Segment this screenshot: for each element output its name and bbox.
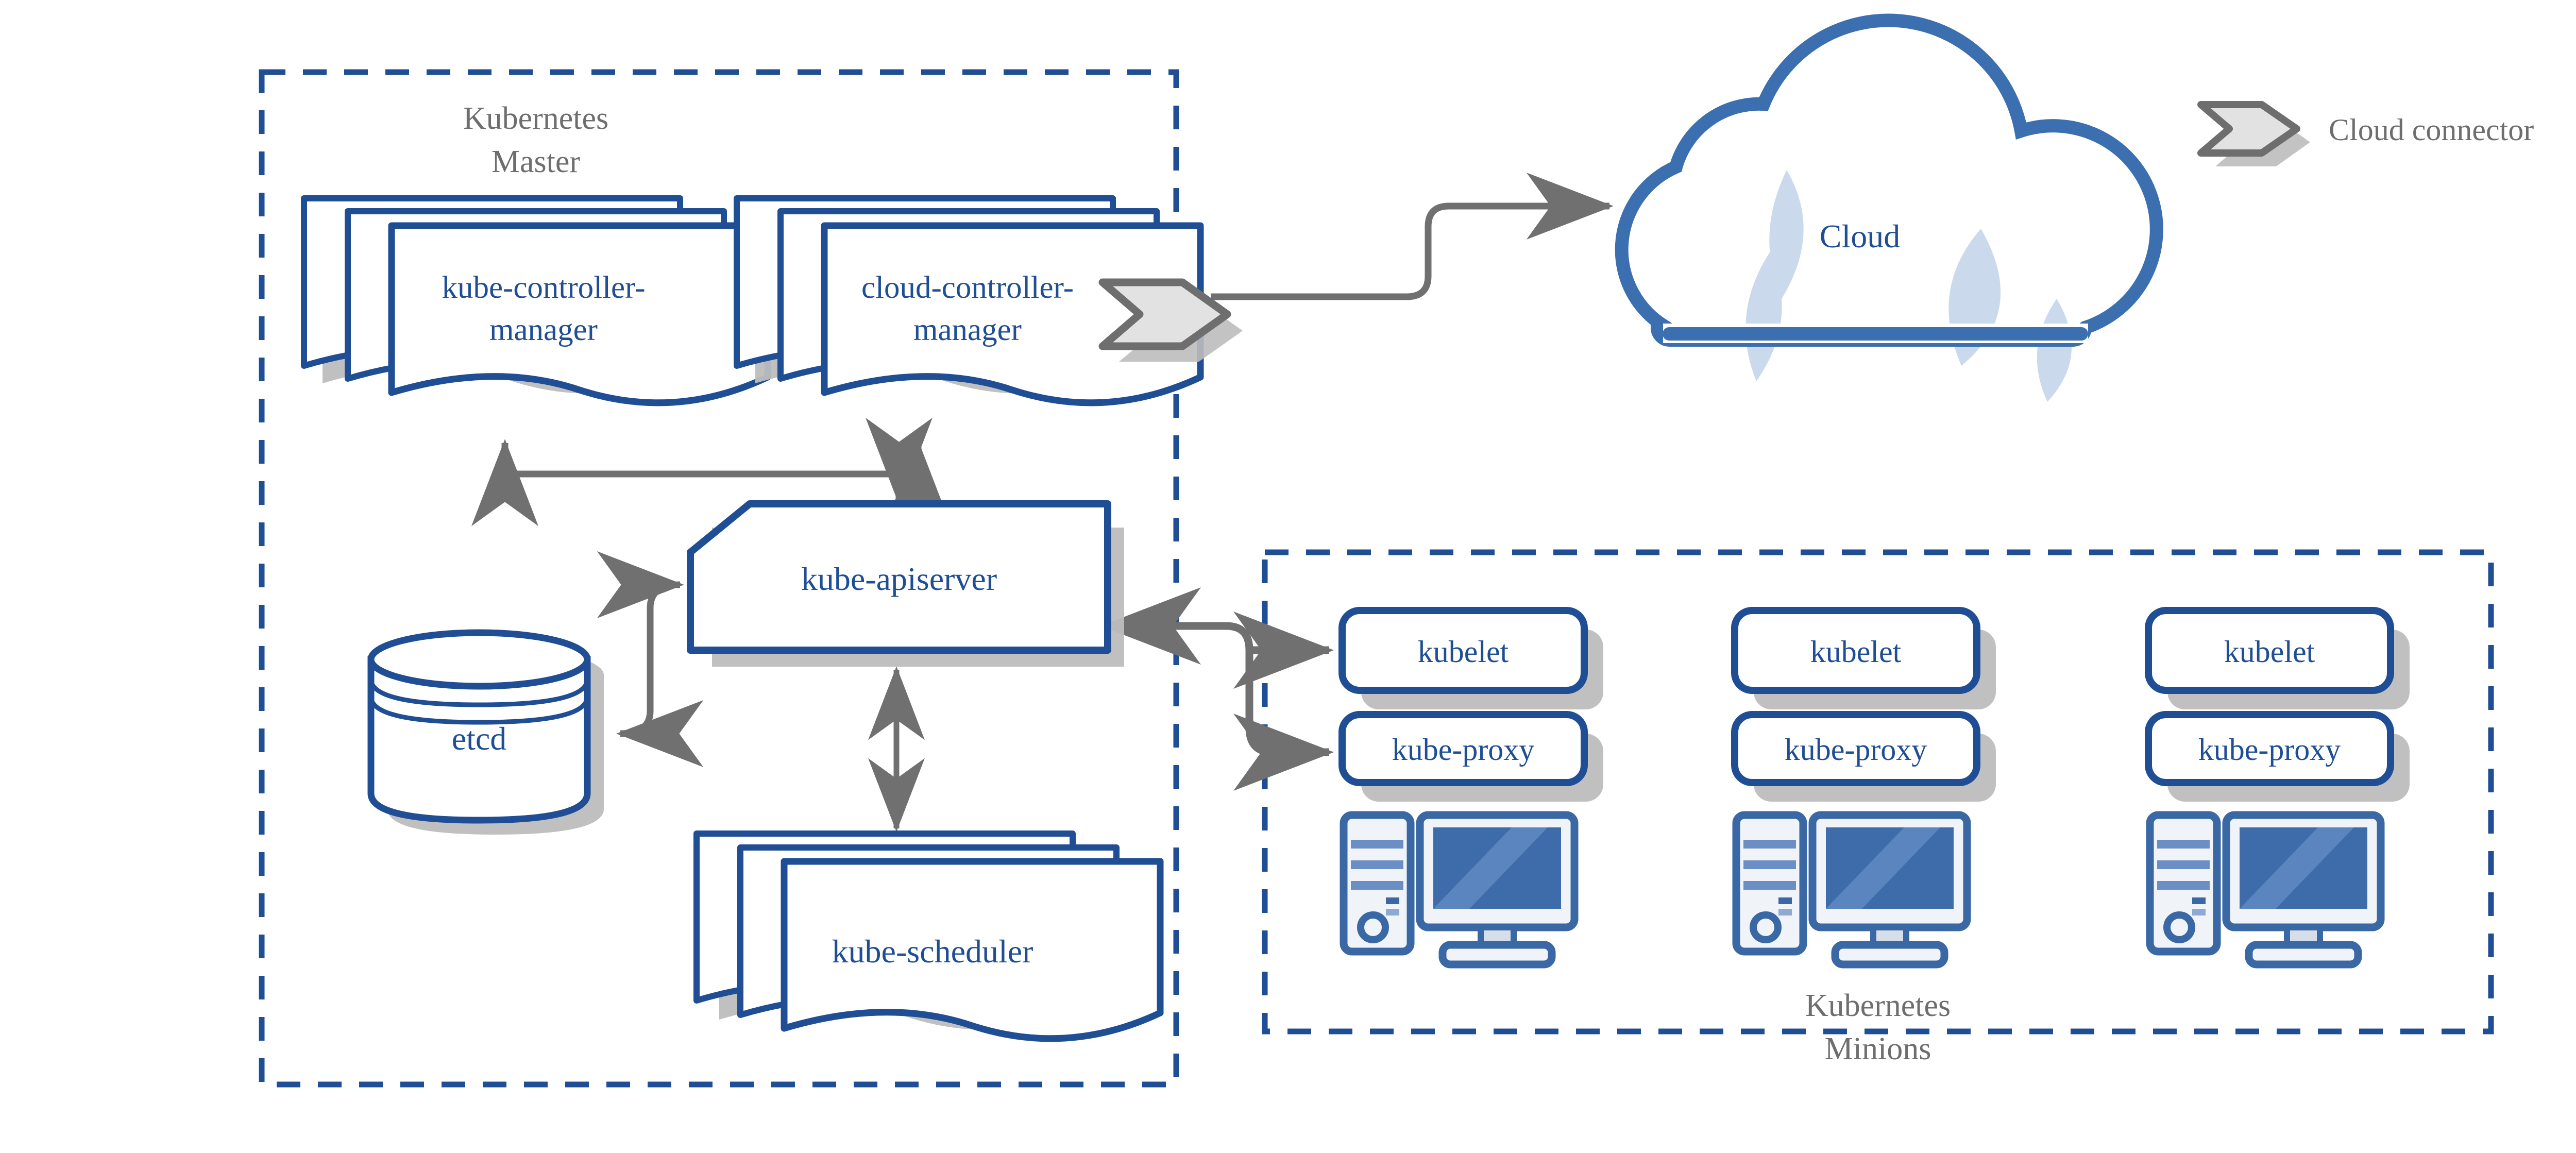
minion-node-2[interactable]: kubelet kube-proxy — [1731, 607, 1996, 969]
cloud-connector-chevron-icon[interactable] — [1098, 278, 1243, 362]
minion-node-3[interactable]: kubelet kube-proxy — [2145, 607, 2410, 969]
minion-3-kubeproxy-label: kube-proxy — [2198, 733, 2341, 767]
connector-apiserver-to-minion-agents — [1100, 587, 1334, 791]
node-kube-controller-manager[interactable]: kube-controller- manager — [301, 195, 771, 406]
minion-2-desktop-computer-icon — [1732, 811, 1971, 969]
master-group-label-line2: Master — [492, 144, 581, 179]
node-kube-apiserver[interactable]: kube-apiserver — [687, 500, 1124, 667]
minions-group-border — [1262, 549, 2494, 1035]
legend-cloud-connector-icon — [2197, 101, 2310, 166]
node-cloud[interactable]: Cloud — [1615, 13, 2163, 402]
kube-scheduler-label: kube-scheduler — [832, 933, 1033, 970]
minion-1-kubeproxy-label: kube-proxy — [1392, 733, 1535, 767]
kube-controller-manager-label-line1: kube-controller- — [442, 270, 645, 305]
minion-2-kubeproxy-label: kube-proxy — [1785, 733, 1927, 767]
kube-apiserver-label: kube-apiserver — [801, 561, 997, 597]
master-group-label-line1: Kubernetes — [463, 101, 608, 136]
connector-apiserver-etcd — [597, 551, 704, 767]
cloud-controller-manager-label-line1: cloud-controller- — [861, 270, 1074, 305]
node-cloud-controller-manager[interactable]: cloud-controller- manager — [734, 195, 1204, 406]
cloud-controller-manager-label-line2: manager — [913, 313, 1022, 347]
minion-1-desktop-computer-icon — [1340, 811, 1579, 969]
legend-label: Cloud connector — [2329, 113, 2534, 147]
cloud-label: Cloud — [1820, 218, 1900, 255]
minions-group-label-line1: Kubernetes — [1805, 988, 1951, 1023]
minion-3-kubelet-label: kubelet — [2224, 635, 2315, 669]
legend: Cloud connector — [2197, 101, 2534, 166]
connector-apiserver-to-controllers — [471, 417, 952, 528]
connector-cloudcontroller-to-cloud — [1211, 173, 1614, 300]
master-group-border — [259, 69, 1179, 1088]
minion-2-kubelet-label: kubelet — [1810, 635, 1902, 669]
kube-controller-manager-label-line2: manager — [489, 313, 598, 347]
minion-1-kubelet-label: kubelet — [1418, 635, 1509, 669]
node-etcd[interactable]: etcd — [367, 629, 604, 835]
etcd-label: etcd — [452, 720, 507, 757]
node-kube-scheduler[interactable]: kube-scheduler — [693, 830, 1164, 1042]
minion-3-desktop-computer-icon — [2146, 811, 2385, 969]
minions-group-label-line2: Minions — [1825, 1031, 1931, 1066]
minion-node-1[interactable]: kubelet kube-proxy — [1338, 607, 1603, 969]
